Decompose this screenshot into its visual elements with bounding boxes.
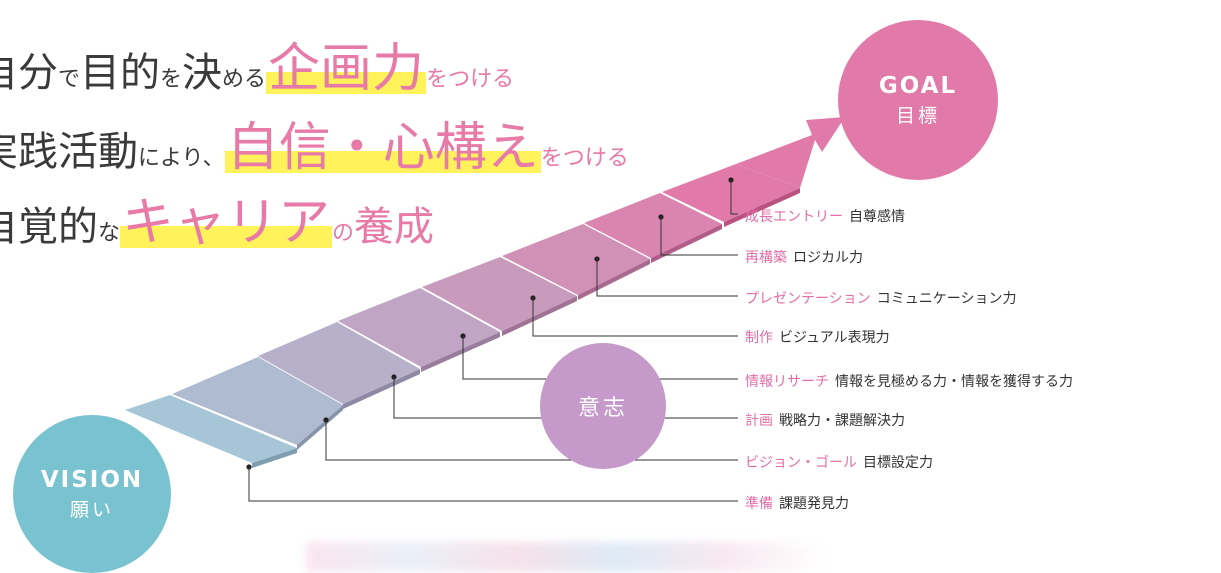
- step-edge: [578, 259, 650, 300]
- headline-word: の: [332, 221, 355, 246]
- step-label: 計画戦略力・課題解決力: [745, 410, 905, 430]
- step-label: 準備課題発見力: [745, 493, 849, 513]
- step-label: 成長エントリー自尊感情: [745, 206, 905, 226]
- vision-circle: VISION 願い: [13, 415, 171, 573]
- step-name: プレゼンテーション: [745, 291, 871, 307]
- headline-word: 自分: [0, 50, 58, 96]
- headline-word: 決: [182, 50, 223, 96]
- step-skill: 課題発見力: [779, 496, 849, 512]
- step-skill: 情報を見極める力・情報を獲得する力: [835, 374, 1073, 390]
- step-skill: 自尊感情: [849, 209, 905, 225]
- step-edge: [502, 296, 577, 336]
- step-skill: 戦略力・課題解決力: [779, 413, 905, 429]
- will-circle: 意志: [540, 343, 666, 469]
- step-tile: [422, 257, 577, 331]
- step-tile: [258, 322, 420, 404]
- headline-accent: 自信・心構え: [224, 118, 541, 178]
- step-skill: ビジュアル表現力: [779, 330, 890, 346]
- step-skill: 目標設定力: [863, 455, 933, 471]
- vision-label-jp: 願い: [69, 498, 114, 521]
- step-edge: [297, 405, 343, 450]
- step-edge: [343, 369, 420, 409]
- step-label: 制作ビジュアル表現力: [745, 327, 890, 347]
- headline-line-3: 自覚的なキャリアの養成: [0, 180, 434, 255]
- headline-word: を: [160, 67, 183, 92]
- headline-line-2: 実践活動により、自信・心構えをつける: [0, 105, 629, 180]
- connector-line: [660, 217, 738, 256]
- step-name: 情報リサーチ: [745, 374, 829, 390]
- step-name: 制作: [745, 330, 773, 346]
- step-name: 計画: [745, 413, 773, 429]
- step-edge: [724, 188, 800, 227]
- goal-arrow: [736, 117, 845, 188]
- step-label: 情報リサーチ情報を見極める力・情報を獲得する力: [745, 371, 1073, 391]
- connector-line: [596, 259, 738, 297]
- step-edge: [252, 448, 297, 468]
- headline-accent: 企画力: [266, 39, 427, 99]
- connector-line: [248, 467, 738, 502]
- headline-line-1: 自分で目的を決める企画力をつける: [0, 26, 514, 101]
- step-label: プレゼンテーションコミュニケーション力: [745, 288, 1016, 308]
- step-tile: [125, 395, 297, 463]
- step-tile: [584, 193, 722, 258]
- step-label: 再構築ロジカル力: [745, 247, 863, 267]
- step-tile: [172, 357, 343, 445]
- headline-word: をつける: [426, 67, 515, 92]
- step-tile: [502, 224, 650, 295]
- goal-label-en: GOAL: [878, 72, 958, 99]
- step-skill: コミュニケーション力: [876, 291, 1017, 307]
- headline-word: める: [222, 67, 267, 92]
- step-label: ビジョン・ゴール目標設定力: [745, 452, 933, 472]
- headline-word: で: [58, 67, 81, 92]
- vision-label-en: VISION: [40, 466, 144, 493]
- step-name: 成長エントリー: [745, 209, 843, 225]
- headline-word: 養成: [354, 204, 435, 250]
- step-name: 準備: [745, 496, 773, 512]
- goal-label-jp: 目標: [895, 104, 940, 127]
- blurred-photo-strip: [306, 542, 826, 572]
- connector-line: [325, 420, 738, 461]
- connector-line: [730, 180, 738, 215]
- step-name: ビジョン・ゴール: [745, 455, 857, 471]
- headline-word: な: [98, 221, 121, 246]
- goal-circle: GOAL 目標: [838, 20, 998, 180]
- step-name: 再構築: [745, 250, 787, 266]
- step-tile: [338, 288, 500, 367]
- headline-word: により、: [138, 146, 225, 171]
- headline-word: 実践活動: [0, 129, 138, 175]
- headline-word: 自覚的: [0, 204, 98, 250]
- step-edge: [421, 332, 500, 372]
- step-skill: ロジカル力: [793, 250, 863, 266]
- headline-word: をつける: [540, 146, 629, 171]
- will-label: 意志: [577, 396, 628, 421]
- headline-accent: キャリア: [120, 193, 333, 253]
- step-edge: [651, 224, 722, 263]
- headline-word: 目的: [80, 50, 161, 96]
- connector-line: [532, 298, 738, 337]
